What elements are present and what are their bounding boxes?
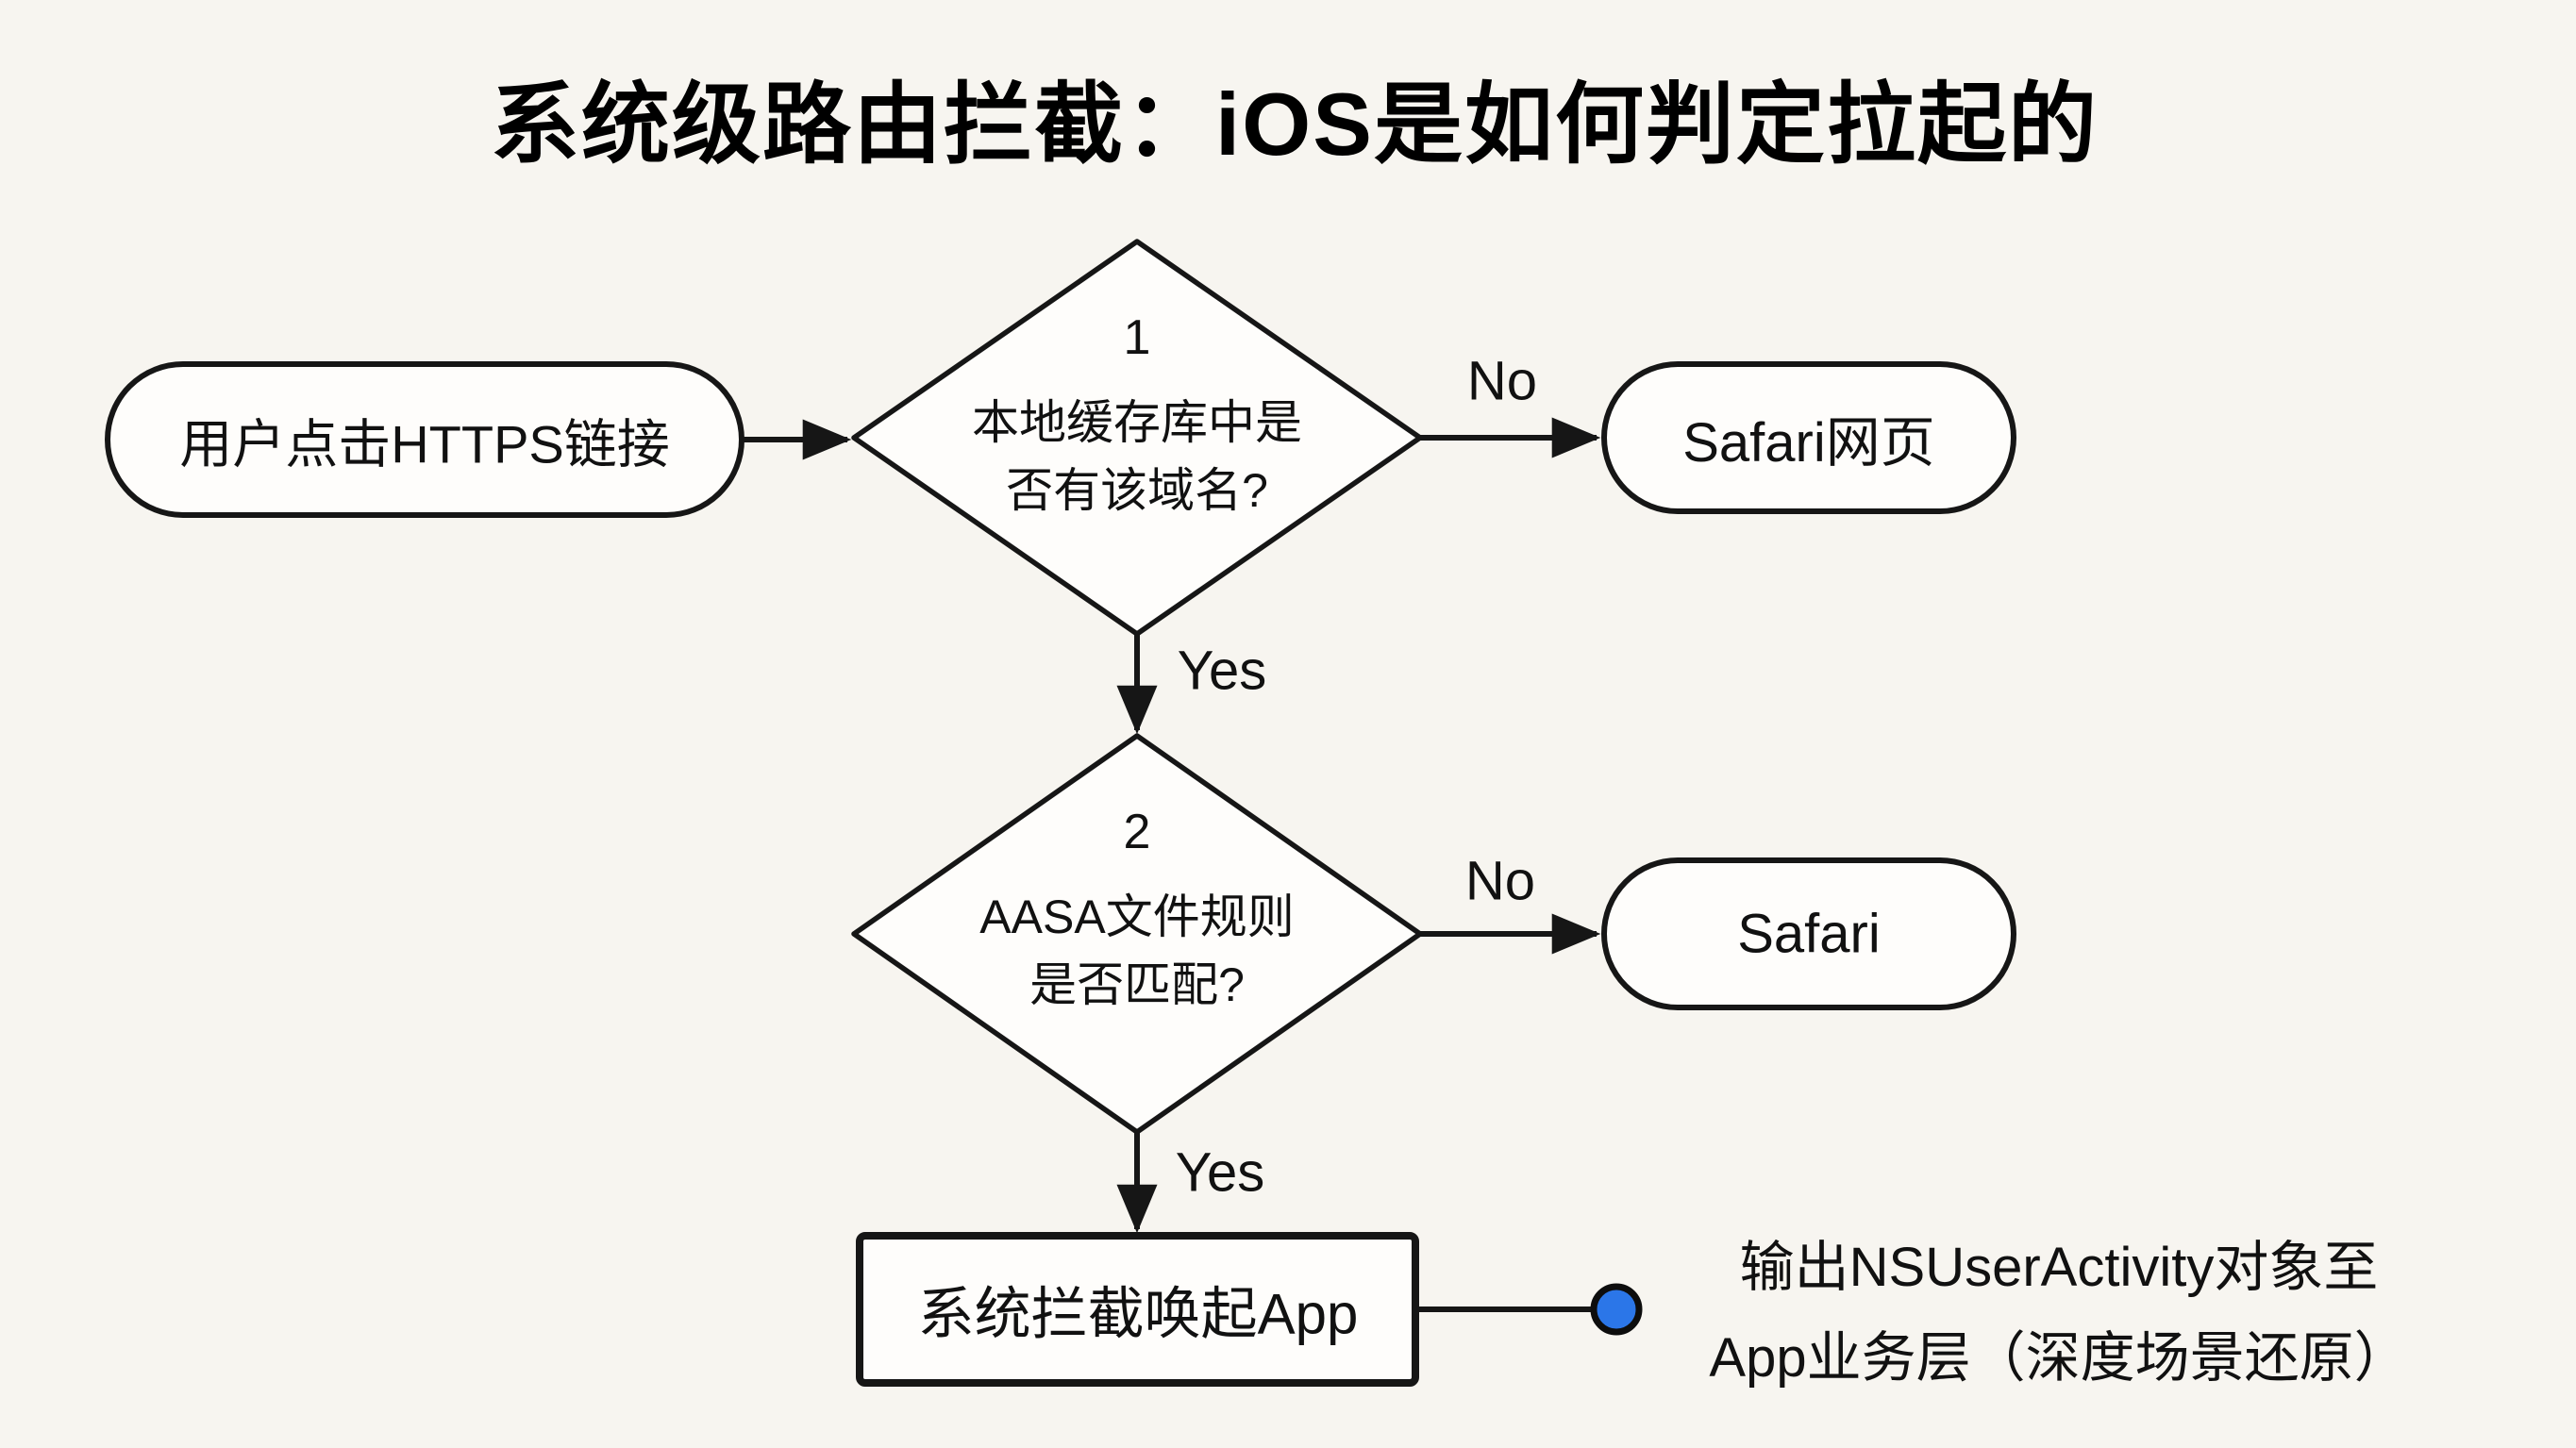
decision2-question-line2: 是否匹配? <box>1029 958 1245 1011</box>
edge-no-1-label: No <box>1466 350 1538 412</box>
decision1-label: 1 本地缓存库中是 否有该域名? <box>854 241 1420 634</box>
output-note: 输出NSUserActivity对象至 App业务层（深度场景还原） <box>1709 1223 2408 1404</box>
edge-no-2-label: No <box>1464 850 1536 912</box>
output-connector-dot-icon <box>1590 1283 1643 1336</box>
intercept-node-label: 系统拦截唤起App <box>917 1282 1359 1346</box>
output-note-line2: App业务层（深度场景还原） <box>1709 1327 2409 1389</box>
safari-web-node-label: Safari网页 <box>1682 412 1935 474</box>
intercept-node-shape <box>856 1232 1419 1387</box>
safari-node-shape <box>1601 857 2016 1010</box>
decision1-question-line1: 本地缓存库中是 <box>972 396 1302 449</box>
safari-node-label: Safari <box>1737 903 1881 965</box>
output-note-line1: 输出NSUserActivity对象至 <box>1739 1237 2379 1298</box>
decision2-number: 2 <box>1123 805 1151 859</box>
safari-web-node-shape <box>1601 361 2016 514</box>
decision1-number: 1 <box>1123 310 1151 365</box>
edge-yes-2-label: Yes <box>1175 1141 1265 1204</box>
diagram-title: 系统级路由拦截：iOS是如何判定拉起的 <box>491 75 2099 174</box>
start-node-label: 用户点击HTTPS链接 <box>179 414 670 474</box>
decision1-question-line2: 否有该域名? <box>1006 464 1268 517</box>
decision2-question-line1: AASA文件规则 <box>979 890 1295 943</box>
decision1-diamond-shape <box>851 239 1423 637</box>
edge-yes-1-label: Yes <box>1177 640 1267 702</box>
start-node-shape <box>105 361 744 518</box>
decision2-diamond-shape <box>851 733 1423 1135</box>
decision2-label: 2 AASA文件规则 是否匹配? <box>854 736 1420 1128</box>
